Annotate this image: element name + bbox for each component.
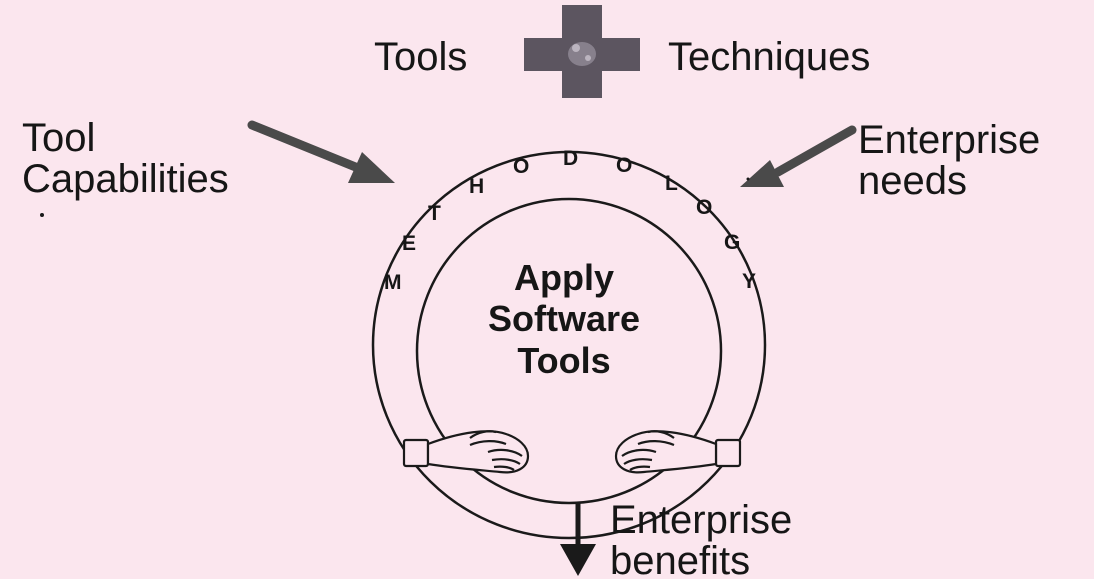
tool-capabilities-line1: Tool bbox=[22, 116, 96, 160]
arc-letter: O bbox=[616, 154, 632, 177]
left-hand-icon bbox=[402, 430, 530, 474]
outer-ring bbox=[371, 150, 767, 540]
stray-dot bbox=[746, 177, 750, 181]
center-line1: Apply bbox=[513, 257, 614, 298]
methodology-arc-letters: M E T H O D O L O G Y bbox=[384, 147, 756, 294]
enterprise-needs-arrow bbox=[740, 125, 857, 187]
center-label: Apply Software Tools bbox=[479, 257, 649, 381]
arc-letter: G bbox=[724, 231, 740, 254]
tool-capabilities-arrow bbox=[247, 120, 395, 183]
enterprise-benefits-label: Enterprise benefits bbox=[610, 500, 792, 579]
enterprise-needs-label: Enterprise needs bbox=[858, 120, 1040, 202]
arc-letter: D bbox=[563, 147, 578, 170]
right-hand-icon bbox=[614, 430, 742, 474]
arc-letter: E bbox=[402, 232, 416, 255]
enterprise-needs-line2: needs bbox=[858, 158, 967, 203]
tool-capabilities-label: Tool Capabilities bbox=[22, 118, 229, 200]
arc-letter: O bbox=[696, 196, 712, 219]
center-line3: Tools bbox=[517, 339, 611, 381]
arc-letter: H bbox=[469, 175, 484, 198]
inner-ring bbox=[415, 197, 723, 505]
arc-letter: Y bbox=[742, 270, 756, 293]
arc-letter: M bbox=[384, 271, 402, 294]
enterprise-benefits-line2: benefits bbox=[610, 538, 751, 579]
plus-cross-icon bbox=[524, 5, 640, 98]
enterprise-needs-line1: Enterprise bbox=[858, 118, 1041, 162]
stray-dot bbox=[40, 213, 44, 217]
arc-letter: T bbox=[428, 202, 441, 225]
enterprise-benefits-arrow bbox=[560, 502, 596, 576]
tool-capabilities-line2: Capabilities bbox=[22, 156, 229, 201]
center-line2: Software bbox=[487, 298, 641, 340]
enterprise-benefits-line1: Enterprise bbox=[610, 498, 793, 542]
arc-letter: O bbox=[513, 155, 529, 178]
tools-label: Tools bbox=[374, 35, 468, 79]
techniques-label: Techniques bbox=[668, 35, 871, 79]
arc-letter: L bbox=[665, 172, 678, 195]
